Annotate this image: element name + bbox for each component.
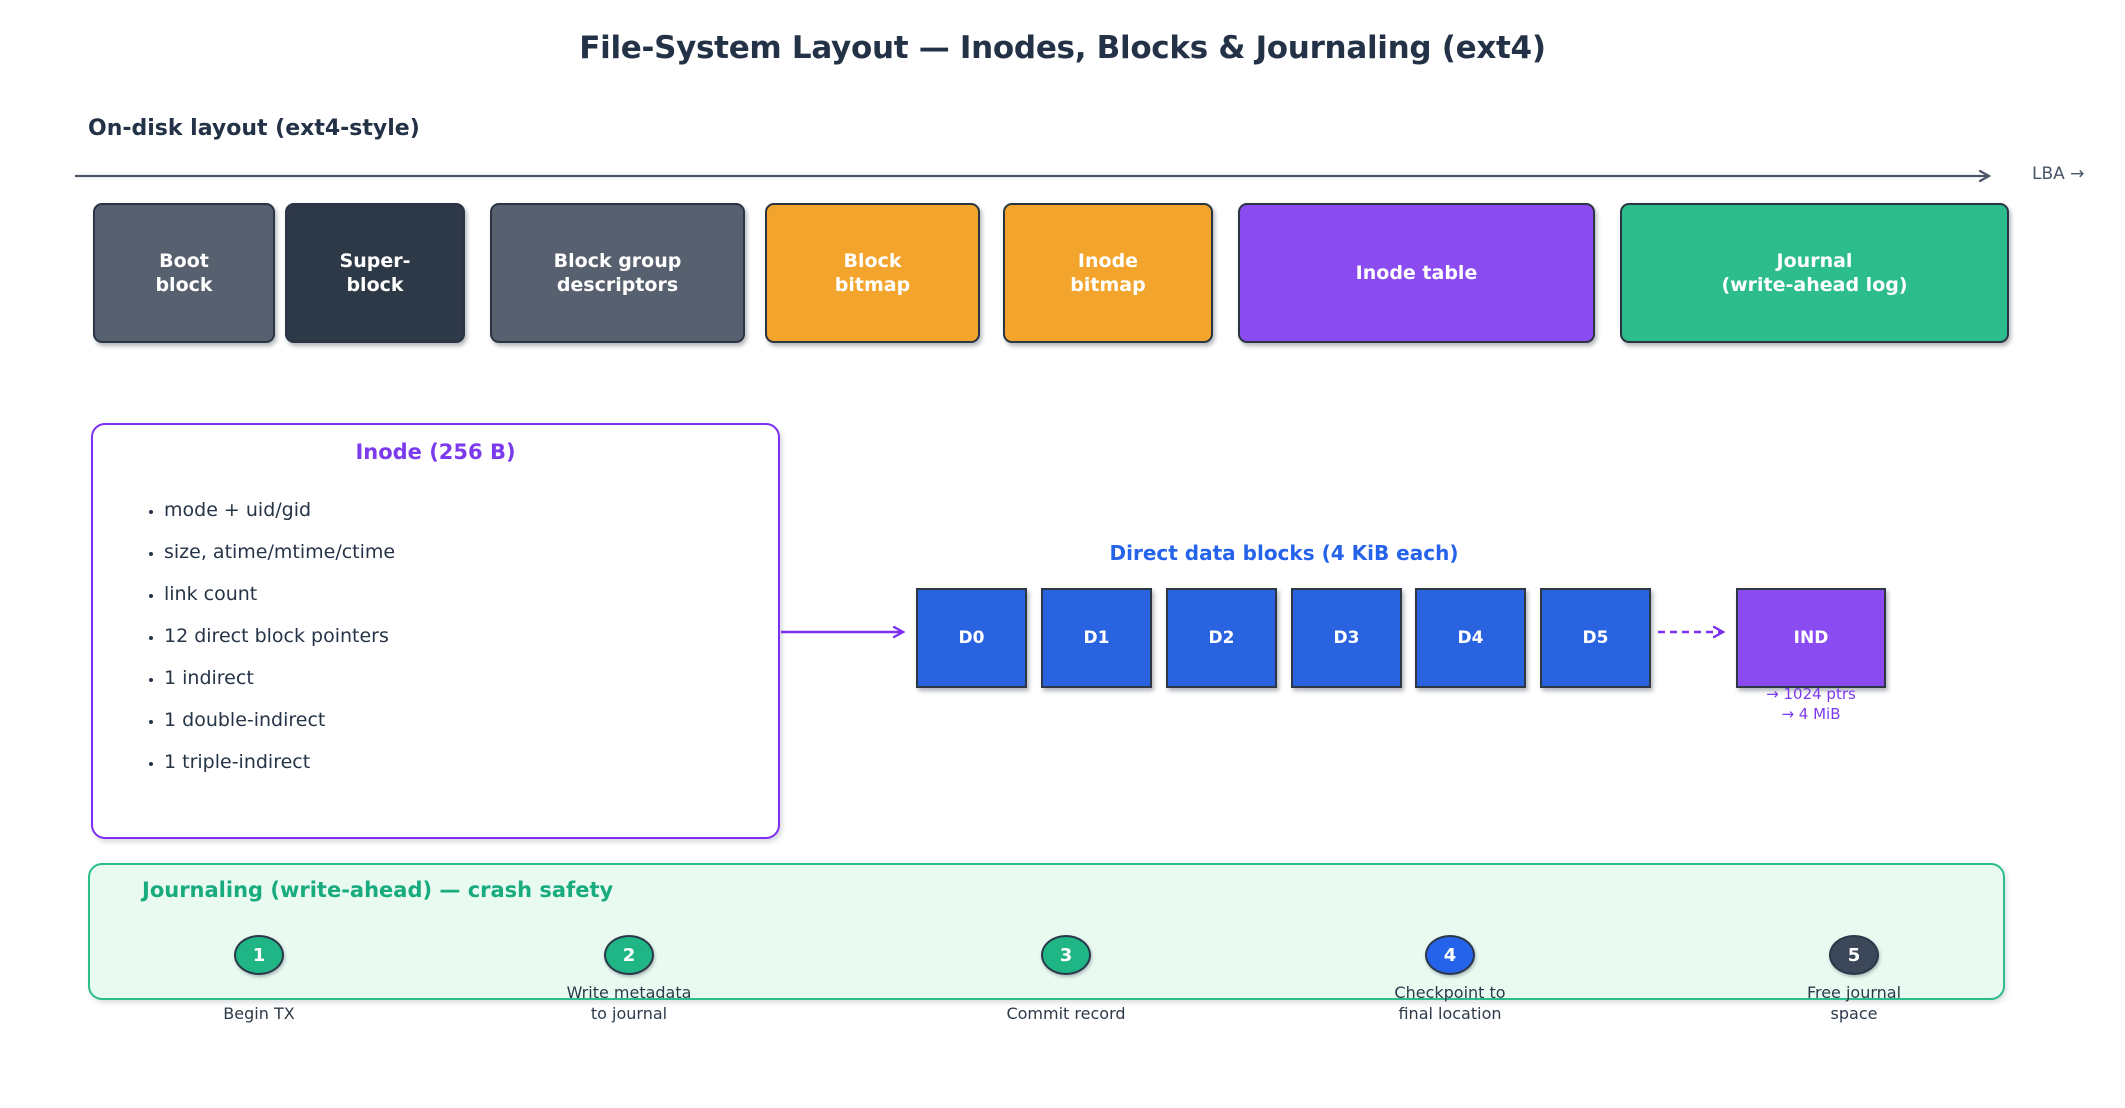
step-label-line: Checkpoint to	[1394, 983, 1506, 1002]
direct-blocks-heading: Direct data blocks (4 KiB each)	[1109, 541, 1459, 565]
inode-field: mode + uid/gid	[164, 500, 778, 520]
disk-block-inode-table: Inode table	[1238, 203, 1595, 343]
disk-block-inode-bitmap: Inode bitmap	[1003, 203, 1213, 343]
data-block-label: D4	[1457, 628, 1484, 648]
inode-field: 1 double-indirect	[164, 710, 778, 730]
data-block-d0: D0	[916, 588, 1027, 688]
step-number: 3	[1059, 944, 1073, 966]
journal-step-1-label: Begin TX	[149, 983, 369, 1024]
lba-axis-label: LBA →	[2032, 164, 2085, 184]
disk-block-label: Super-	[339, 250, 411, 272]
data-block-label: D3	[1333, 628, 1360, 648]
step-number: 1	[252, 944, 266, 966]
disk-block-superblock: Super- block	[285, 203, 465, 343]
journal-step-3-circle: 3	[1041, 935, 1091, 975]
disk-block-label: descriptors	[556, 274, 679, 296]
disk-block-label: bitmap	[1070, 274, 1146, 296]
disk-block-label: (write-ahead log)	[1721, 274, 1908, 296]
disk-block-label: Block	[843, 250, 902, 272]
inode-field: size, atime/mtime/ctime	[164, 542, 778, 562]
disk-block-group-descriptors: Block group descriptors	[490, 203, 745, 343]
disk-block-block-bitmap: Block bitmap	[765, 203, 980, 343]
disk-block-boot: Boot block	[93, 203, 275, 343]
journal-step-2-circle: 2	[604, 935, 654, 975]
disk-block-journal: Journal (write-ahead log)	[1620, 203, 2009, 343]
journal-step-2-label: Write metadata to journal	[519, 983, 739, 1024]
indirect-block-label: IND	[1793, 628, 1829, 648]
journal-step-3-label: Commit record	[956, 983, 1176, 1024]
journal-step-5-label: Free journal space	[1744, 983, 1964, 1024]
disk-block-label: block	[155, 274, 213, 296]
journal-step-5-circle: 5	[1829, 935, 1879, 975]
step-label-line: final location	[1398, 1003, 1502, 1023]
step-number: 4	[1443, 944, 1457, 966]
data-block-label: D0	[958, 628, 985, 648]
data-block-d2: D2	[1166, 588, 1277, 688]
inode-box-title: Inode (256 B)	[355, 440, 516, 464]
data-block-d3: D3	[1291, 588, 1402, 688]
step-label-line: Begin TX	[223, 1003, 295, 1023]
indirect-note: → 1024 ptrs	[1766, 685, 1856, 703]
journal-step-1-circle: 1	[234, 935, 284, 975]
disk-block-label: block	[346, 274, 404, 296]
disk-layout-heading: On-disk layout (ext4-style)	[88, 116, 420, 141]
disk-block-label: Block group	[553, 250, 682, 272]
journaling-panel	[88, 863, 2005, 1000]
inode-box: Inode (256 B) mode + uid/gid size, atime…	[91, 423, 780, 839]
data-block-d5: D5	[1540, 588, 1651, 688]
step-label-line: Free journal	[1806, 983, 1902, 1002]
disk-block-label: Boot	[159, 250, 209, 272]
inode-field: 1 indirect	[164, 668, 778, 688]
inode-field: link count	[164, 584, 778, 604]
inode-field: 12 direct block pointers	[164, 626, 778, 646]
step-label-line: to journal	[590, 1003, 668, 1023]
indirect-note: → 4 MiB	[1781, 705, 1841, 723]
journaling-title: Journaling (write-ahead) — crash safety	[142, 878, 614, 902]
page-title: File-System Layout — Inodes, Blocks & Jo…	[579, 30, 1546, 66]
step-label-line: space	[1830, 1003, 1878, 1023]
step-number: 2	[622, 944, 636, 966]
data-block-label: D1	[1083, 628, 1110, 648]
disk-block-label: Inode table	[1355, 262, 1478, 284]
journal-step-4-label: Checkpoint to final location	[1340, 983, 1560, 1024]
disk-block-label: Inode	[1077, 250, 1139, 272]
journal-step-4-circle: 4	[1425, 935, 1475, 975]
disk-block-label: Journal	[1776, 250, 1853, 272]
indirect-block-ind: IND	[1736, 588, 1886, 688]
inode-field-list: mode + uid/gid size, atime/mtime/ctime l…	[93, 500, 778, 772]
data-block-d1: D1	[1041, 588, 1152, 688]
step-label-line: Commit record	[1006, 1003, 1126, 1023]
disk-block-label: bitmap	[834, 274, 911, 296]
data-block-d4: D4	[1415, 588, 1526, 688]
data-block-label: D5	[1582, 628, 1609, 648]
data-block-label: D2	[1208, 628, 1235, 648]
step-number: 5	[1847, 944, 1861, 966]
inode-field: 1 triple-indirect	[164, 752, 778, 772]
indirect-block-notes: → 1024 ptrs → 4 MiB	[1711, 684, 1911, 724]
step-label-line: Write metadata	[566, 983, 692, 1002]
